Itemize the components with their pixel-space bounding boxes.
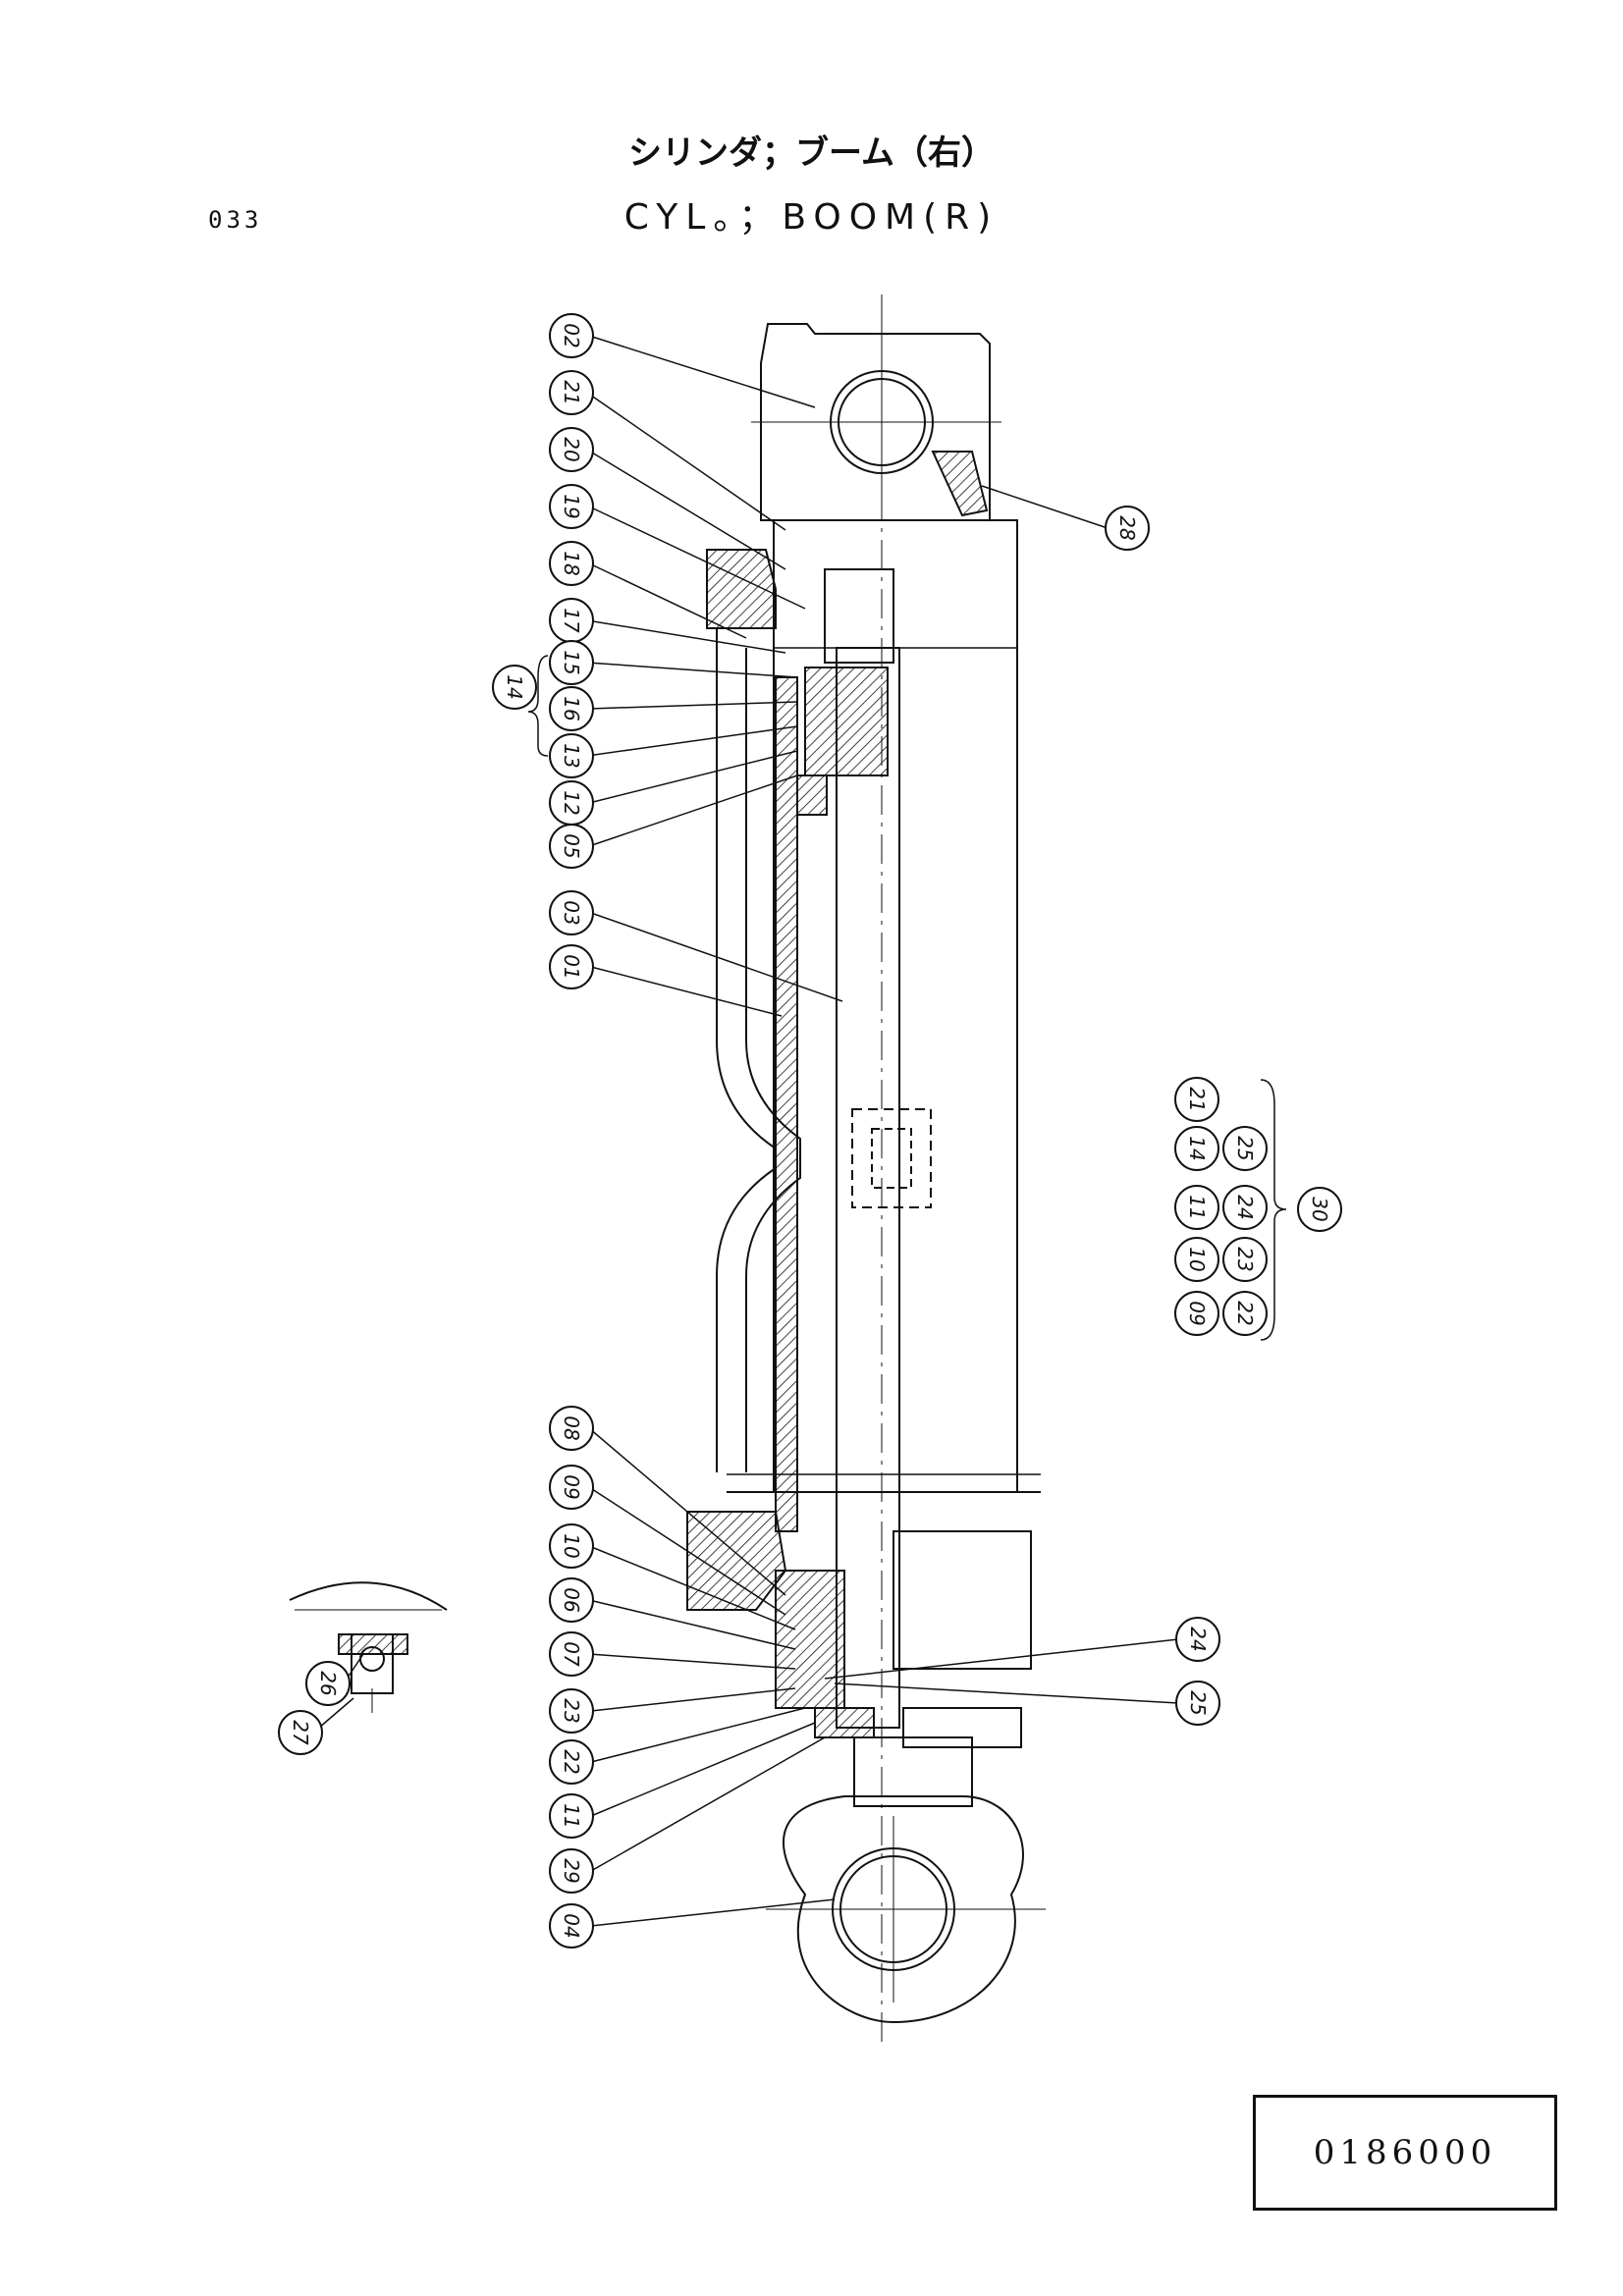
balloon-22-label: 22 — [560, 1749, 583, 1774]
grease-detail — [289, 1581, 448, 1611]
balloon-15-label: 15 — [560, 650, 583, 674]
balloon-20-label: 20 — [560, 437, 583, 461]
valve-block — [851, 1108, 932, 1208]
document-number: 0186000 — [1313, 2133, 1497, 2172]
balloon-21-label: 21 — [560, 380, 583, 404]
balloon-08: 08 — [549, 1406, 594, 1451]
balloon-09: 09 — [549, 1465, 594, 1510]
balloon-06: 06 — [549, 1577, 594, 1623]
balloon-03: 03 — [549, 890, 594, 935]
balloon-03-label: 03 — [560, 900, 583, 925]
balloon-29: 29 — [549, 1848, 594, 1894]
tube-wall-section — [775, 676, 798, 1532]
kit-10: 10 — [1174, 1237, 1219, 1282]
kit-24: 24 — [1222, 1185, 1268, 1230]
cylinder-tube — [773, 519, 1018, 1493]
balloon-07-label: 07 — [560, 1641, 583, 1667]
balloon-14: 14 — [492, 665, 537, 710]
port-fitting-bottom — [686, 1511, 787, 1611]
balloon-04: 04 — [549, 1903, 594, 1949]
kit-14-label: 14 — [1185, 1136, 1209, 1160]
balloon-15: 15 — [549, 640, 594, 685]
balloon-29-label: 29 — [560, 1858, 583, 1883]
port-fitting-top — [706, 549, 777, 629]
balloon-13: 13 — [549, 733, 594, 778]
balloon-14-label: 14 — [503, 674, 526, 699]
balloon-16: 16 — [549, 686, 594, 731]
kit-22: 22 — [1222, 1291, 1268, 1336]
balloon-10-label: 10 — [560, 1533, 583, 1558]
title-english: CYL。；BOOM(R) — [623, 197, 1000, 238]
kit-09-label: 09 — [1185, 1301, 1209, 1325]
kit-25-label: 25 — [1233, 1136, 1257, 1160]
balloon-10: 10 — [549, 1523, 594, 1569]
balloon-19: 19 — [549, 484, 594, 529]
kit-23: 23 — [1222, 1237, 1268, 1282]
balloon-26-label: 26 — [316, 1671, 340, 1695]
balloon-23-label: 23 — [560, 1698, 583, 1723]
balloon-01-label: 01 — [560, 954, 583, 979]
kit-21: 21 — [1174, 1077, 1219, 1122]
kit-30-label: 30 — [1308, 1197, 1331, 1221]
balloon-27-label: 27 — [289, 1720, 312, 1745]
kit-23-label: 23 — [1233, 1247, 1257, 1271]
balloon-11-label: 11 — [560, 1803, 583, 1828]
balloon-17-label: 17 — [560, 608, 583, 633]
kit-14: 14 — [1174, 1126, 1219, 1171]
balloon-27: 27 — [278, 1710, 323, 1755]
kit-22-label: 22 — [1233, 1301, 1257, 1325]
kit-24-label: 24 — [1233, 1195, 1257, 1219]
balloon-18-label: 18 — [560, 551, 583, 575]
balloon-12: 12 — [549, 780, 594, 826]
piston — [804, 667, 889, 776]
balloon-23: 23 — [549, 1688, 594, 1734]
balloon-06-label: 06 — [560, 1587, 583, 1612]
title-japanese: シリンダ；ブーム（右） — [628, 133, 995, 173]
balloon-12-label: 12 — [560, 790, 583, 815]
balloon-28-label: 28 — [1115, 515, 1139, 540]
head-eye — [760, 323, 991, 521]
balloon-25-label: 25 — [1186, 1690, 1210, 1715]
balloon-20: 20 — [549, 427, 594, 472]
kit-11: 11 — [1174, 1185, 1219, 1230]
grease-nipple-head — [931, 451, 989, 517]
balloon-05: 05 — [549, 824, 594, 869]
kit-11-label: 11 — [1185, 1195, 1209, 1219]
balloon-08-label: 08 — [560, 1415, 583, 1440]
kit-10-label: 10 — [1185, 1247, 1209, 1271]
balloon-02: 02 — [549, 313, 594, 358]
balloon-11: 11 — [549, 1793, 594, 1839]
balloon-05-label: 05 — [560, 833, 583, 858]
balloon-19-label: 19 — [560, 494, 583, 518]
rod-gland — [893, 1530, 1032, 1670]
rod-end-eye — [782, 1795, 1024, 2024]
balloon-28: 28 — [1105, 506, 1150, 551]
balloon-16-label: 16 — [560, 696, 583, 721]
kit-25: 25 — [1222, 1126, 1268, 1171]
balloon-26: 26 — [305, 1661, 351, 1706]
balloon-17: 17 — [549, 598, 594, 643]
kit-21-label: 21 — [1185, 1087, 1209, 1111]
part-balloons: 02 21 20 19 18 17 15 16 13 12 05 03 01 1… — [278, 313, 1342, 1949]
balloon-24-label: 24 — [1186, 1627, 1210, 1651]
balloon-02-label: 02 — [560, 323, 583, 347]
hydraulic-pipe — [716, 628, 777, 1472]
balloon-25: 25 — [1175, 1681, 1220, 1726]
balloon-07: 07 — [549, 1631, 594, 1677]
balloon-24: 24 — [1175, 1617, 1220, 1662]
balloon-18: 18 — [549, 541, 594, 586]
document-number-box: 0186000 — [1253, 2095, 1557, 2211]
balloon-21: 21 — [549, 370, 594, 415]
kit-30: 30 — [1297, 1187, 1342, 1232]
page-number: 033 — [208, 206, 263, 234]
balloon-22: 22 — [549, 1739, 594, 1785]
balloon-09-label: 09 — [560, 1474, 583, 1499]
balloon-13-label: 13 — [560, 743, 583, 768]
kit-09: 09 — [1174, 1291, 1219, 1336]
balloon-01: 01 — [549, 944, 594, 989]
rod-end-neck — [853, 1736, 973, 1807]
balloon-04-label: 04 — [560, 1913, 583, 1938]
